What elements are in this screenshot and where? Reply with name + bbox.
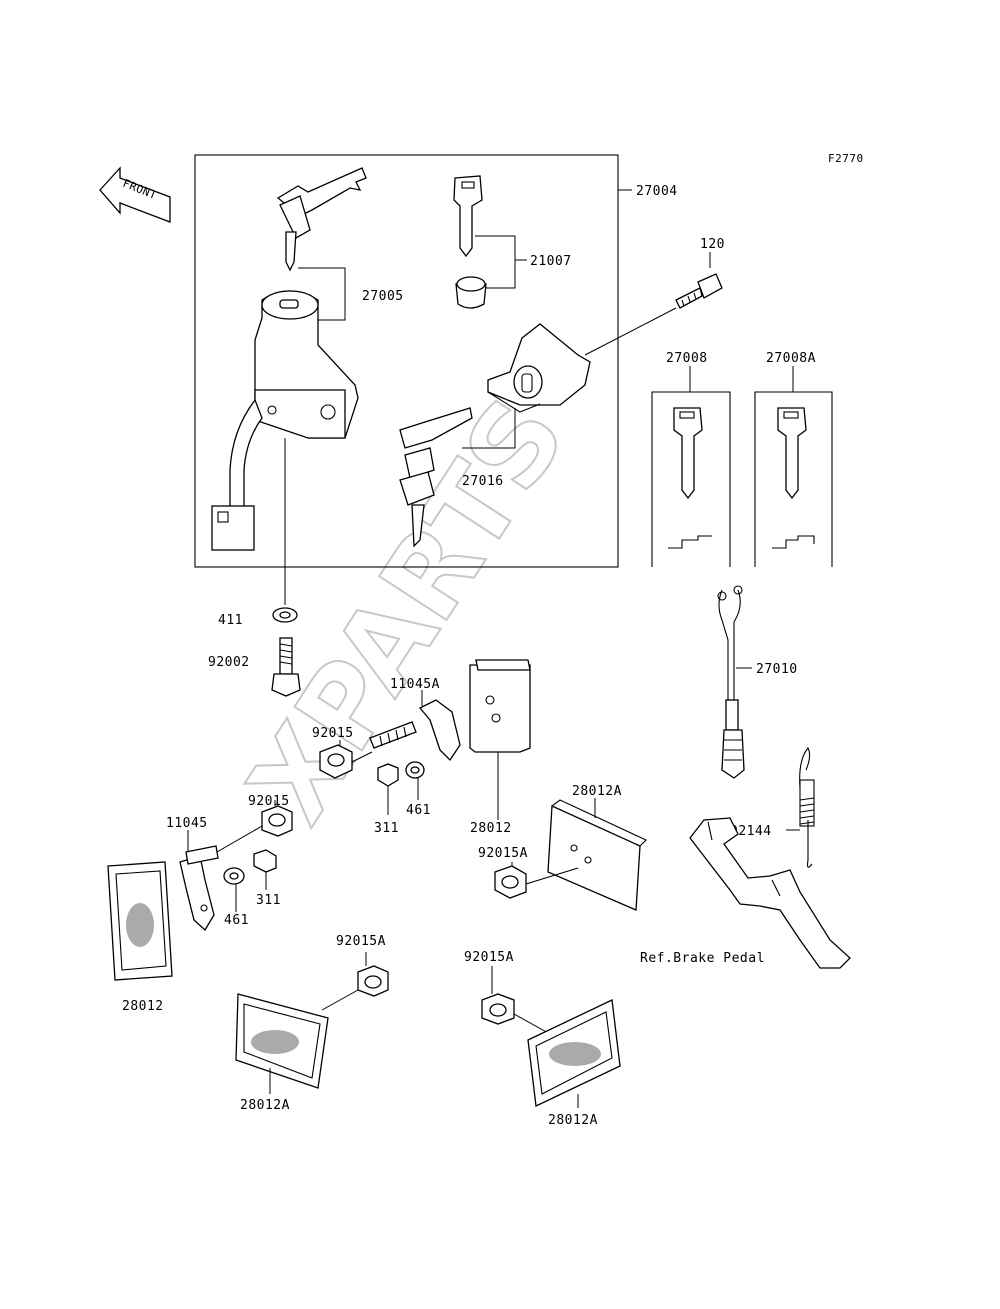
bracket-11045A-icon: [369, 699, 461, 762]
label-411: 411: [218, 613, 243, 628]
nut-311-upper-icon: [377, 763, 399, 787]
label-461-upper: 461: [406, 803, 431, 818]
label-21007: 21007: [530, 254, 572, 269]
nut-92015A-center-icon: [494, 865, 527, 899]
key-blank-27008: [651, 391, 731, 567]
label-11045A: 11045A: [390, 677, 440, 692]
ignition-switch-icon: [211, 290, 359, 551]
label-27008A: 27008A: [766, 351, 816, 366]
label-92015A-lower-left: 92015A: [336, 934, 386, 949]
bolt-icon: [675, 273, 723, 309]
label-27010: 27010: [756, 662, 798, 677]
label-27005: 27005: [362, 289, 404, 304]
reflector-28012A-lower-left-icon: [235, 993, 329, 1089]
bracket-11045-icon: [179, 845, 219, 932]
washer-461-upper-icon: [405, 761, 425, 779]
label-28012-upper: 28012: [470, 821, 512, 836]
reflector-28012A-center-icon: [547, 799, 647, 911]
label-27008: 27008: [666, 351, 708, 366]
label-92015-upper: 92015: [312, 726, 354, 741]
spring-92144-icon: [799, 747, 815, 868]
label-461-lower: 461: [224, 913, 249, 928]
label-28012A-lower-right: 28012A: [548, 1113, 598, 1128]
reflector-28012-upper-icon: [469, 659, 531, 753]
label-27016: 27016: [462, 474, 504, 489]
nut-92015A-lower-left-icon: [357, 965, 389, 997]
reflector-28012-left-icon: [107, 861, 173, 981]
label-311-upper: 311: [374, 821, 399, 836]
label-92015A-center: 92015A: [478, 846, 528, 861]
ignition-keys-icon: [276, 167, 367, 272]
label-92015-middle: 92015: [248, 794, 290, 809]
label-28012A-lower-left: 28012A: [240, 1098, 290, 1113]
reflector-28012A-lower-right-icon: [527, 999, 621, 1107]
key-blank-27008A: [754, 391, 833, 567]
diagram-code: F2770: [828, 152, 864, 165]
seat-lock-keys-icon: [399, 407, 473, 548]
label-120: 120: [700, 237, 725, 252]
brake-pedal-icon: [689, 817, 851, 969]
label-311-lower: 311: [256, 893, 281, 908]
seat-key-icon: [453, 175, 483, 258]
label-28012-left: 28012: [122, 999, 164, 1014]
ref-brake-pedal-label: Ref.Brake Pedal: [640, 951, 765, 966]
switch-harness-icon: [717, 585, 745, 779]
label-92002: 92002: [208, 655, 250, 670]
washer-411-icon: [272, 607, 298, 623]
label-92144: 92144: [730, 824, 772, 839]
lock-cylinder-icon: [455, 276, 487, 309]
nut-92015-middle-icon: [261, 805, 293, 837]
bolt-92002-icon: [271, 637, 301, 697]
assembly-box-27004: [194, 154, 619, 568]
label-28012A-center: 28012A: [572, 784, 622, 799]
nut-92015-upper-icon: [319, 744, 353, 779]
label-92015A-lower-right: 92015A: [464, 950, 514, 965]
nut-311-lower-icon: [253, 849, 277, 873]
label-11045: 11045: [166, 816, 208, 831]
seat-lock-icon: [487, 323, 591, 413]
nut-92015A-lower-right-icon: [481, 993, 515, 1025]
front-arrow-icon: FRONT: [99, 166, 171, 223]
label-27004: 27004: [636, 184, 678, 199]
washer-461-lower-icon: [223, 867, 245, 885]
